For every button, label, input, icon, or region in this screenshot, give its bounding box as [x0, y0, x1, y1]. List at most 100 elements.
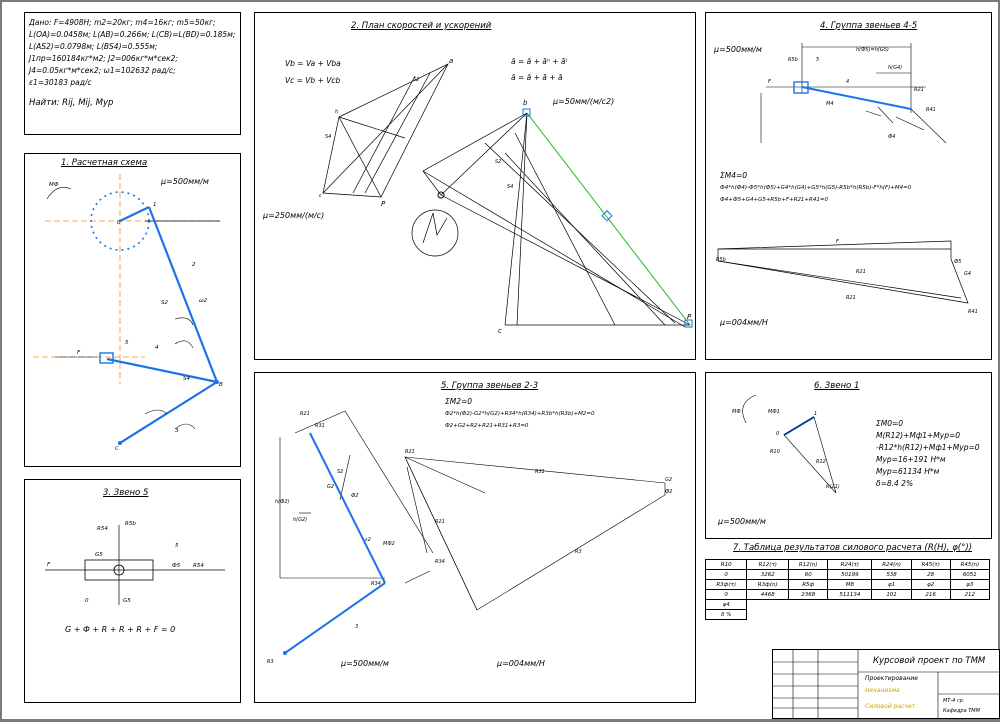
- org-label: Кафедра ТММ: [943, 708, 980, 714]
- svg-text:S2: S2: [413, 77, 419, 83]
- project-title: Курсовой проект по ТММ: [873, 656, 986, 666]
- velocity-equation: Vc = Vb + Vcb: [285, 76, 341, 85]
- table-row: φ4: [704, 599, 990, 610]
- table-row: δ %: [704, 609, 990, 620]
- svg-text:h(Ф2): h(Ф2): [275, 499, 290, 505]
- svg-text:ε2: ε2: [365, 537, 371, 543]
- svg-text:MФ: MФ: [732, 409, 741, 415]
- svg-text:R5b: R5b: [125, 521, 136, 527]
- svg-text:Ф5: Ф5: [954, 259, 962, 265]
- panel-title: 4. Группа звеньев 4-5: [820, 21, 918, 31]
- link1-line: Mур=61134 Н*м: [876, 467, 940, 476]
- equation: G + Ф + R + R + R + F = 0: [65, 625, 175, 634]
- svg-text:R41: R41: [968, 309, 978, 315]
- link1-line: -R12*h(R12)+Mф1+Mур=0: [876, 443, 980, 452]
- svg-text:B: B: [219, 382, 223, 388]
- svg-text:R31: R31: [535, 469, 545, 475]
- scale-label: μ=500мм/м: [714, 45, 762, 54]
- svg-text:R5b: R5b: [716, 257, 726, 263]
- scheme-panel: 1. Расчетная схема μ=500мм/м: [24, 153, 241, 467]
- given-line: J1пр=160184кг*м2; J2=006кг*м*сек2;: [29, 54, 178, 63]
- svg-text:Ф2: Ф2: [665, 489, 673, 495]
- point-a: a: [449, 57, 453, 65]
- svg-text:R54: R54: [193, 563, 204, 569]
- link1-line: δ=8.4 2%: [876, 479, 914, 488]
- link1-diagram: MФ MФ1 0 1 R10 R12 R(21): [732, 394, 840, 494]
- svg-text:h(G4): h(G4): [888, 65, 902, 71]
- link1-panel: 6. Звено 1 ΣM0=0 M(R12)+Mф1+Mур=0 -R12*h…: [705, 372, 992, 539]
- svg-text:C: C: [115, 446, 119, 452]
- svg-text:R10: R10: [770, 449, 780, 455]
- svg-text:R34: R34: [435, 559, 445, 565]
- mechanism-scheme: MФ 0 1 2 S2 ω2 5 F 4 S4 B 3 C: [33, 174, 223, 452]
- acceleration-equation: ā = ā + ā + ā: [511, 73, 563, 82]
- svg-text:4: 4: [155, 345, 159, 351]
- panel-title: 1. Расчетная схема: [61, 158, 148, 168]
- given-data-panel: Дано: F=4908Н; m2=20кг; m4=16кг; m5=50кг…: [24, 12, 241, 135]
- svg-text:5: 5: [125, 340, 129, 346]
- svg-text:R34: R34: [371, 581, 381, 587]
- acceleration-pole: P: [687, 313, 692, 321]
- force-equation: Ф4+Ф5+G4+G5+R5b+F+R21+R41=0: [720, 197, 828, 203]
- velocity-pole: P: [381, 200, 386, 208]
- plans-diagram: P P c a b S4 S2 h S2 S4 c: [319, 57, 693, 335]
- moment-equation: ΣM2=0: [445, 397, 473, 406]
- svg-text:0: 0: [117, 220, 121, 226]
- given-line: J4=0.05кг*м*сек2; ω1=102632 рад/с;: [29, 66, 176, 75]
- svg-text:MФ: MФ: [49, 182, 59, 188]
- group45-diagram: R5b 5 h(Ф5)=h(G5) h(G4) F 4 R21 R41 M4 Ф…: [716, 43, 978, 315]
- svg-text:S4: S4: [325, 134, 331, 140]
- svg-text:MФ1: MФ1: [768, 409, 780, 415]
- svg-text:2: 2: [192, 262, 196, 268]
- acceleration-equation: ā = ā + āⁿ + āᵗ: [511, 57, 568, 66]
- link1-line: ΣM0=0: [876, 419, 904, 428]
- svg-text:R21: R21: [435, 519, 445, 525]
- svg-text:MФ2: MФ2: [383, 541, 395, 547]
- svg-text:c: c: [319, 193, 322, 199]
- svg-text:R5b: R5b: [788, 57, 798, 63]
- given-line: ε1=30183 рад/с: [29, 78, 92, 87]
- svg-text:R3: R3: [267, 659, 274, 665]
- panel-title: 2. План скоростей и ускорений: [351, 21, 492, 31]
- find-line: Найти: Rij, Mij, Mур: [29, 98, 114, 108]
- svg-text:S2: S2: [337, 469, 343, 475]
- group-label: МТ-4 гр.: [943, 698, 965, 704]
- given-line: L(AS2)=0.0798м; L(BS4)=0.555м;: [29, 42, 158, 51]
- svg-text:Ф5: Ф5: [172, 563, 181, 569]
- svg-text:0: 0: [85, 598, 89, 604]
- svg-text:3: 3: [175, 428, 179, 434]
- plans-panel: 2. План скоростей и ускорений Vb = Va + …: [254, 12, 696, 360]
- panel-title: 3. Звено 5: [103, 488, 149, 498]
- subtitle: механизма: [865, 687, 900, 694]
- moment-equation: Ф2*h(Ф2)-G2*h(G2)+R34*h(R34)+R3b*h(R3b)+…: [445, 411, 595, 417]
- svg-text:h: h: [335, 109, 338, 115]
- svg-text:F: F: [768, 79, 771, 85]
- link1-line: M(R12)+Mф1+Mур=0: [876, 431, 961, 440]
- svg-text:F: F: [77, 350, 81, 356]
- group45-panel: 4. Группа звеньев 4-5 μ=500мм/м ΣM4=0 Ф4…: [705, 12, 992, 360]
- svg-text:R54: R54: [97, 526, 108, 532]
- svg-text:R(21): R(21): [826, 484, 840, 490]
- given-line: L(OA)=0.0458м; L(AB)=0.266м; L(CB)=L(BD)…: [29, 30, 236, 39]
- svg-text:R21: R21: [300, 411, 310, 417]
- svg-text:R21: R21: [405, 449, 415, 455]
- panel-title: 5. Группа звеньев 2-3: [441, 381, 539, 391]
- table-title: 7. Таблица результатов силового расчета …: [733, 543, 973, 553]
- svg-text:S2: S2: [495, 159, 501, 165]
- svg-text:R41: R41: [926, 107, 936, 113]
- svg-text:1: 1: [153, 202, 157, 208]
- group23-diagram: R21 R31 h(Ф2) h(G2) S2 G2 Ф2 ε2 R34 3 MФ…: [267, 410, 673, 665]
- panel-title: 6. Звено 1: [814, 381, 860, 391]
- svg-text:G2: G2: [327, 484, 334, 490]
- given-line: Дано: F=4908Н; m2=20кг; m4=16кг; m5=50кг…: [29, 18, 216, 27]
- svg-text:G2: G2: [665, 477, 672, 483]
- subtitle: Силовой расчет: [865, 703, 916, 710]
- svg-text:R21: R21: [914, 87, 924, 93]
- point-b: b: [523, 99, 528, 107]
- svg-text:M4: M4: [826, 101, 834, 107]
- svg-text:S4: S4: [183, 376, 190, 382]
- svg-text:0: 0: [776, 431, 779, 437]
